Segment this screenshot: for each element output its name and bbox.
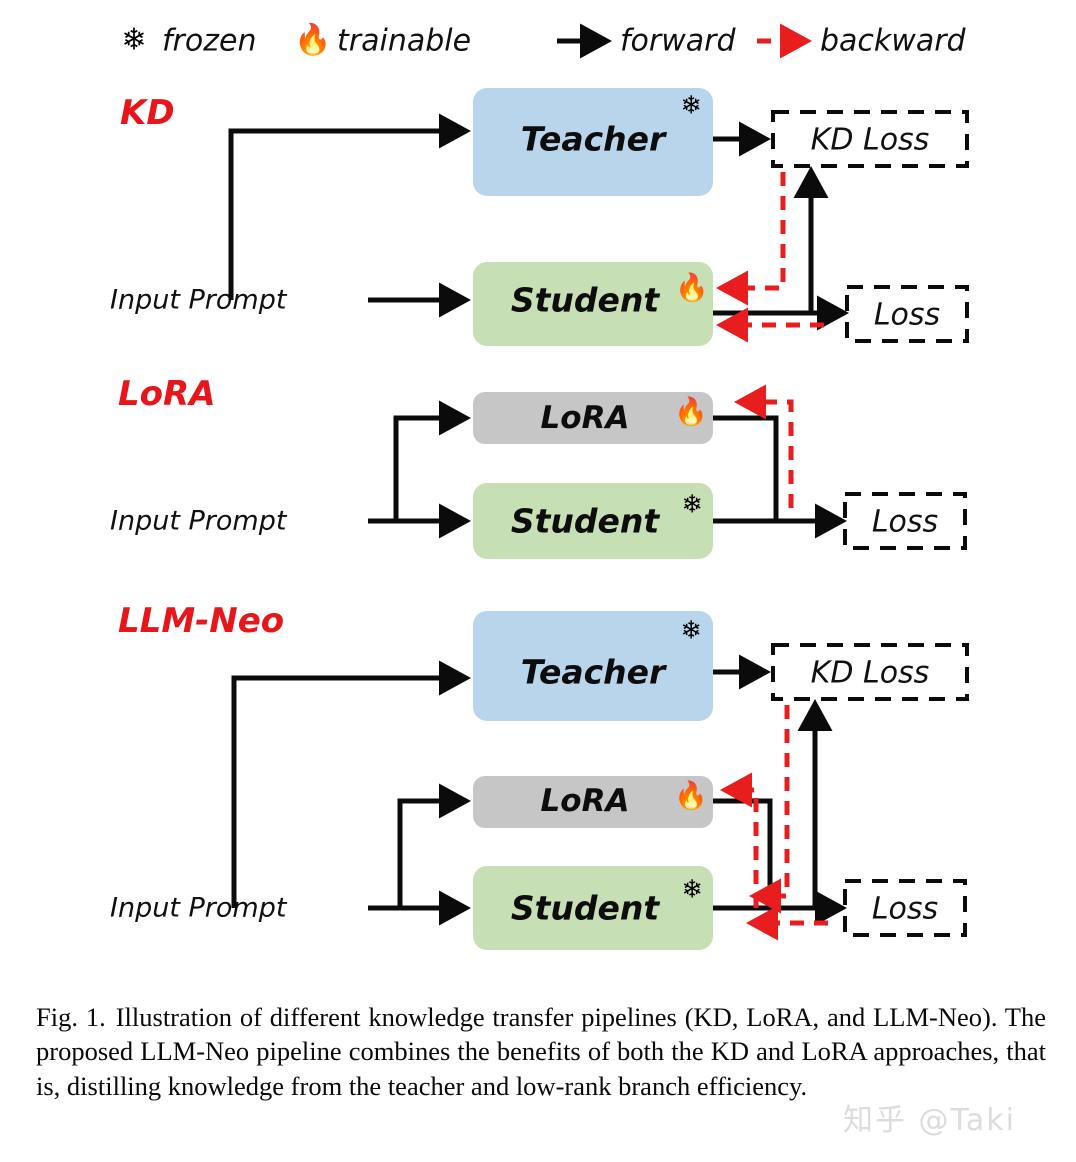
section-lora: LoRA Input Prompt LoRA 🔥 Student ❄ Loss <box>110 374 967 559</box>
snowflake-icon: ❄ <box>121 23 146 58</box>
kd-student-box <box>473 262 713 346</box>
kd-kdloss-box <box>771 110 969 168</box>
neo-student-label: Student <box>511 889 661 928</box>
section-label-kd: KD <box>120 93 175 133</box>
neo-lora-backward-arrow <box>719 772 759 908</box>
neo-input-to-lora-arrow <box>397 783 472 908</box>
fire-icon: 🔥 <box>675 272 709 304</box>
kd-teacher-label: Teacher <box>521 120 667 159</box>
lora-loss-label: Loss <box>872 505 938 540</box>
lora-backward-arrow <box>733 384 794 508</box>
legend-forward-label: forward <box>620 24 737 59</box>
neo-teacher-box <box>473 611 713 721</box>
lora-student-label: Student <box>511 502 661 541</box>
section-llm-neo: LLM-Neo Input Prompt Teacher ❄ LoRA 🔥 St… <box>110 601 969 950</box>
legend-trainable-label: trainable <box>337 24 471 59</box>
snowflake-icon: ❄ <box>682 490 703 519</box>
snowflake-icon: ❄ <box>681 91 702 120</box>
fire-icon: 🔥 <box>674 396 708 428</box>
caption-text: Illustration of different knowledge tran… <box>36 1002 1047 1101</box>
figure-caption: Fig. 1.Illustration of different knowled… <box>36 1000 1046 1103</box>
lora-loss-box <box>843 492 967 550</box>
snowflake-icon: ❄ <box>681 616 702 645</box>
kd-loss-box <box>845 285 969 343</box>
fire-icon: 🔥 <box>294 22 331 58</box>
neo-input-to-teacher-arrow <box>231 660 472 908</box>
lora-input-prompt-label: Input Prompt <box>110 506 288 537</box>
lora-student-box <box>473 483 713 559</box>
kd-loss-label: Loss <box>874 298 940 333</box>
section-kd: KD Input Prompt Teacher ❄ Student 🔥 KD L… <box>110 88 969 346</box>
pipeline-diagram: ❄ frozen 🔥 trainable forward backward KD… <box>110 22 969 950</box>
section-label-llm-neo: LLM-Neo <box>118 601 284 641</box>
lora-input-to-lora-arrow <box>393 400 472 521</box>
neo-loss-label: Loss <box>872 892 938 927</box>
legend: ❄ frozen 🔥 trainable forward backward <box>121 22 967 59</box>
lora-lora-box <box>473 392 713 444</box>
neo-input-prompt-label: Input Prompt <box>110 893 288 924</box>
neo-teacher-label: Teacher <box>521 653 667 692</box>
snowflake-icon: ❄ <box>682 875 703 904</box>
legend-frozen-label: frozen <box>162 24 256 59</box>
neo-loss-box <box>843 879 967 937</box>
kd-student-label: Student <box>511 281 661 320</box>
fire-icon: 🔥 <box>674 780 708 812</box>
neo-lora-label: LoRA <box>541 783 630 819</box>
section-label-lora: LoRA <box>118 374 216 414</box>
kd-kdloss-label: KD Loss <box>811 123 930 158</box>
lora-lora-label: LoRA <box>541 400 630 436</box>
caption-lead: Fig. 1. <box>36 1002 106 1032</box>
neo-kdloss-box <box>771 643 969 701</box>
neo-lora-merge-line <box>713 798 773 908</box>
kd-teacher-box <box>473 88 713 196</box>
lora-lora-merge-line <box>713 415 779 521</box>
neo-lora-box <box>473 776 713 828</box>
kd-input-prompt-label: Input Prompt <box>110 285 288 316</box>
neo-student-box <box>473 866 713 950</box>
kd-kdloss-backward-arrow <box>715 172 786 306</box>
legend-backward-label: backward <box>820 24 967 59</box>
neo-kdloss-label: KD Loss <box>811 656 930 691</box>
kd-input-to-teacher-arrow <box>228 113 472 300</box>
